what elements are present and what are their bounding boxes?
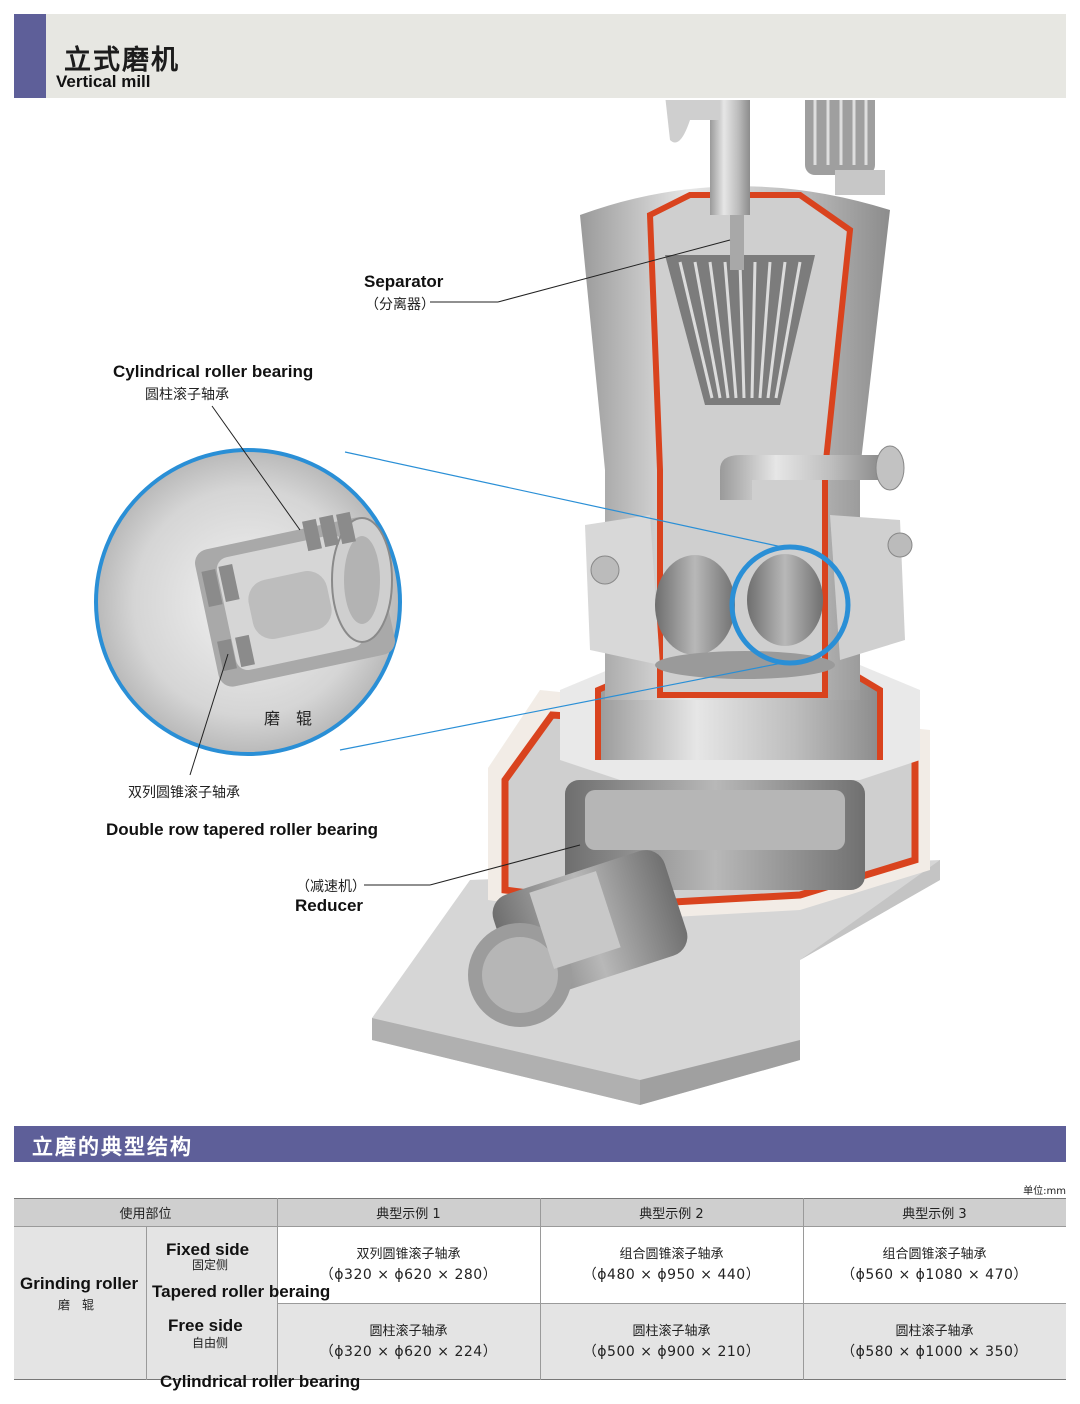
bearing-dimension: （ϕ320 × ϕ620 × 224） [319, 1343, 498, 1360]
reducer-leader-2 [429, 844, 581, 886]
bearing-dimension: （ϕ480 × ϕ950 × 440） [582, 1266, 761, 1283]
free-side-label-en: Free side [168, 1316, 243, 1335]
bearing-dimension: （ϕ560 × ϕ1080 × 470） [841, 1266, 1028, 1283]
separator-label-zh: （分离器） [365, 297, 435, 313]
part-label-zh: 磨 辊 [58, 1298, 95, 1312]
fixed-side-label-en: Fixed side [166, 1240, 250, 1259]
page-header: 立式磨机 [14, 14, 1066, 98]
bearing-dimension: （ϕ580 × ϕ1000 × 350） [841, 1343, 1028, 1360]
free-side-label-zh: 自由侧 [192, 1336, 229, 1350]
table-rule [540, 1198, 541, 1380]
table-rule [277, 1303, 1066, 1304]
free-side-type-label: Cylindrical roller bearing [160, 1372, 361, 1391]
bearing-name: 组合圆锥滚子轴承 [619, 1246, 724, 1262]
page-title-en: Vertical mill [56, 72, 151, 91]
table-header-example-2: 典型示例 2 [540, 1198, 803, 1226]
table-row: 双列圆锥滚子轴承 （ϕ320 × ϕ620 × 280） [277, 1226, 540, 1303]
page-title-zh: 立式磨机 [64, 45, 180, 76]
reducer-label-zh: （减速机） [296, 879, 366, 895]
zoom-connector-top [344, 451, 783, 548]
bearing-name: 组合圆锥滚子轴承 [882, 1246, 987, 1262]
double-row-label-zh: 双列圆锥滚子轴承 [128, 785, 240, 801]
base-motor [468, 850, 688, 1027]
zoom-connector-bottom [339, 662, 783, 751]
table-row: 组合圆锥滚子轴承 （ϕ560 × ϕ1080 × 470） [803, 1226, 1066, 1303]
header-accent-bar [14, 14, 46, 98]
section-header-bar: 立磨的典型结构 [14, 1126, 1066, 1162]
bearing-spec-table: 使用部位 典型示例 1 典型示例 2 典型示例 3 双列圆锥滚子轴承 （ϕ320… [14, 1198, 1066, 1391]
reducer-label-en: Reducer [295, 896, 364, 915]
separator-leader-2 [497, 239, 731, 303]
table-header-part: 使用部位 [14, 1198, 277, 1226]
cyl-bearing-leader [211, 405, 301, 531]
table-row: 圆柱滚子轴承 （ϕ580 × ϕ1000 × 350） [803, 1303, 1066, 1380]
table-row: 组合圆锥滚子轴承 （ϕ480 × ϕ950 × 440） [540, 1226, 803, 1303]
grinding-roller-label-zh: 磨 辊 [264, 709, 313, 728]
table-rule [277, 1198, 278, 1380]
bearing-name: 双列圆锥滚子轴承 [356, 1246, 461, 1262]
table-row: 圆柱滚子轴承 （ϕ500 × ϕ900 × 210） [540, 1303, 803, 1380]
separator-label-en: Separator [364, 272, 444, 291]
cyl-bearing-label-zh: 圆柱滚子轴承 [145, 387, 229, 403]
mill-main-body [580, 186, 913, 700]
table-part-cell [14, 1226, 146, 1380]
double-row-label-en: Double row tapered roller bearing [106, 820, 379, 839]
cyl-bearing-label-en: Cylindrical roller bearing [113, 362, 314, 381]
table-header-example-3: 典型示例 3 [803, 1198, 1066, 1226]
table-row: 圆柱滚子轴承 （ϕ320 × ϕ620 × 224） [277, 1303, 540, 1380]
table-header-example-1: 典型示例 1 [277, 1198, 540, 1226]
bearing-dimension: （ϕ500 × ϕ900 × 210） [582, 1343, 761, 1360]
bearing-name: 圆柱滚子轴承 [895, 1323, 974, 1339]
bearing-dimension: （ϕ320 × ϕ620 × 280） [319, 1266, 498, 1283]
unit-note: 单位:mm [1023, 1186, 1066, 1197]
mill-top-assembly [665, 100, 885, 215]
fixed-side-type-label: Tapered roller beraing [152, 1282, 331, 1301]
roller-highlight-circle [729, 544, 851, 666]
vertical-mill-illustration: Separator （分离器） Cylindrical roller beari… [0, 100, 1080, 1110]
table-side-cell [146, 1226, 277, 1380]
table-rule [146, 1226, 147, 1380]
part-label-en: Grinding roller [20, 1274, 139, 1293]
table-rule [803, 1198, 804, 1380]
fixed-side-label-zh: 固定侧 [192, 1258, 229, 1272]
bearing-name: 圆柱滚子轴承 [369, 1323, 448, 1339]
bearing-name: 圆柱滚子轴承 [632, 1323, 711, 1339]
double-row-leader [189, 653, 229, 776]
section-title: 立磨的典型结构 [32, 1135, 193, 1159]
bearing-zoom-bubble [94, 448, 402, 756]
